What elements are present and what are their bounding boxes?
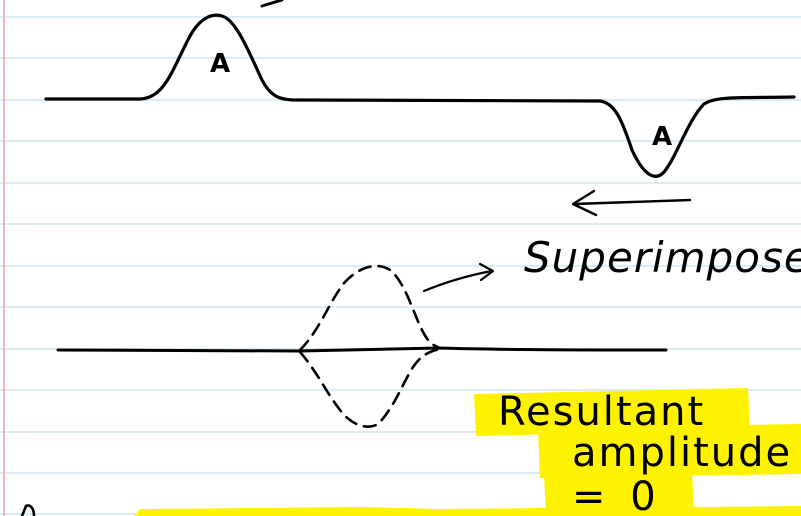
highlight-zero [544, 472, 694, 516]
dashed-downward-pulse [298, 347, 442, 428]
partial-ink-mark [20, 504, 36, 516]
highlight-resultant [474, 388, 750, 436]
equals-zero-label: = 0 [572, 474, 662, 516]
highlight-amplitude [538, 424, 801, 478]
upper-string-wave [44, 13, 796, 178]
travel-direction-arrow [571, 189, 692, 217]
resultant-label: Resultant [498, 389, 705, 435]
highlight-bottom-strip [134, 506, 801, 516]
lower-string [56, 346, 668, 353]
amplitude-label: amplitude [572, 430, 792, 476]
lower-pulse-label: A [652, 122, 672, 152]
dashed-upward-pulse [298, 264, 442, 352]
highlights [134, 388, 801, 516]
superimpose-label: Superimpose [524, 233, 801, 282]
top-arrow-tail [260, 0, 284, 8]
superimpose-arrow [422, 262, 495, 293]
upper-pulse-label: A [210, 49, 230, 79]
